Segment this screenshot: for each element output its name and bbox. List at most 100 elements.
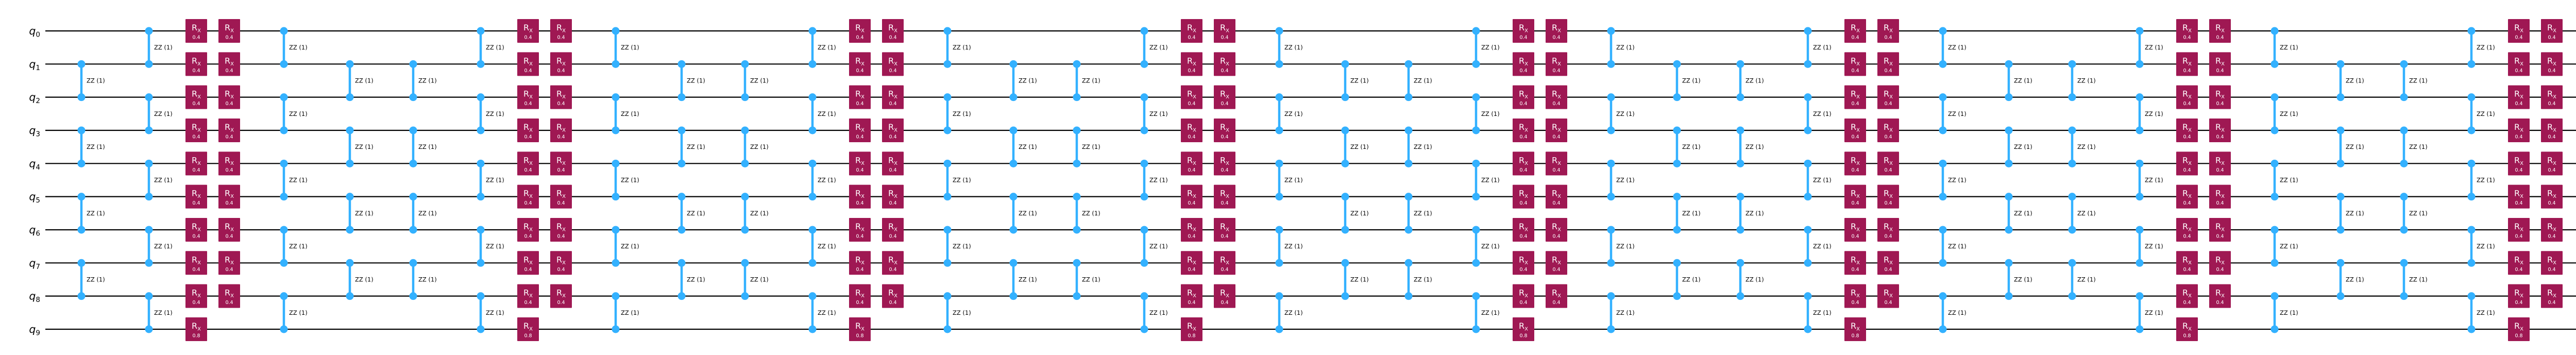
rx-gate-box bbox=[1513, 317, 1534, 341]
rx-gate-name: RX bbox=[1220, 89, 1229, 100]
rzz-gate-dot bbox=[1140, 292, 1148, 300]
rzz-gate-label: ZZ (1) bbox=[1082, 77, 1100, 84]
rx-gate-box bbox=[517, 151, 539, 176]
rx-gate-name: RX bbox=[1220, 23, 1229, 34]
rzz-gate-label: ZZ (1) bbox=[1414, 210, 1432, 217]
rx-gate-param: 0.4 bbox=[856, 35, 863, 41]
rzz-gate-label: ZZ (1) bbox=[1149, 110, 1168, 117]
rx-gate-box bbox=[1214, 284, 1235, 308]
rzz-gate-dot bbox=[77, 193, 86, 201]
rx-gate-name: RX bbox=[192, 89, 201, 100]
rx-gate-box bbox=[1181, 251, 1202, 275]
rx-gate-name: RX bbox=[2514, 222, 2523, 233]
rzz-gate-dot bbox=[2336, 60, 2345, 68]
rx-gate-param: 0.4 bbox=[1221, 200, 1228, 206]
rx-gate-param: 0.4 bbox=[2216, 267, 2224, 273]
rzz-gate-dot bbox=[2136, 226, 2144, 234]
rx-gate-name: RX bbox=[523, 122, 533, 133]
rx-gate-box bbox=[2209, 118, 2231, 142]
rx-gate-box bbox=[1844, 52, 1866, 76]
rzz-gate-label: ZZ (1) bbox=[1149, 176, 1168, 183]
rx-gate-param: 0.4 bbox=[1519, 134, 1527, 140]
rzz-gate-label: ZZ (1) bbox=[486, 110, 504, 117]
rzz-gate-dot bbox=[677, 259, 686, 267]
qubit-label-q3: q3 bbox=[29, 124, 40, 139]
rx-gate-name: RX bbox=[855, 189, 865, 200]
rzz-gate-dot bbox=[1673, 60, 1681, 68]
rzz-gate-dot bbox=[2136, 93, 2144, 102]
rx-gate-param: 0.4 bbox=[192, 200, 200, 206]
rx-gate-box bbox=[1181, 317, 1202, 341]
rzz-gate-dot bbox=[612, 27, 620, 35]
rx-gate-name: RX bbox=[2514, 255, 2523, 266]
rx-gate-param: 0.4 bbox=[1884, 35, 1892, 41]
rzz-gate-label: ZZ (1) bbox=[621, 309, 639, 316]
rzz-gate-dot bbox=[741, 60, 749, 68]
rx-gate-box bbox=[517, 217, 539, 242]
rzz-gate-label: ZZ (1) bbox=[2346, 210, 2364, 217]
rx-gate-name: RX bbox=[192, 288, 201, 299]
rx-gate-box bbox=[1214, 184, 1235, 209]
rzz-gate-dot bbox=[2270, 259, 2279, 267]
rx-gate-name: RX bbox=[1519, 155, 1528, 166]
rzz-gate-dot bbox=[943, 226, 952, 234]
rx-gate-name: RX bbox=[556, 288, 566, 299]
rzz-gate-label: ZZ (1) bbox=[2280, 243, 2298, 250]
rzz-gate-label: ZZ (1) bbox=[1481, 110, 1500, 117]
rx-gate-name: RX bbox=[523, 222, 533, 233]
rzz-gate-dot bbox=[1804, 60, 1812, 68]
rzz-gate-label: ZZ (1) bbox=[2145, 44, 2163, 51]
rzz-gate-dot bbox=[1009, 259, 1018, 267]
rzz-gate-label: ZZ (1) bbox=[2280, 110, 2298, 117]
rx-gate-param: 0.4 bbox=[2515, 300, 2522, 306]
rx-gate-name: RX bbox=[192, 122, 201, 133]
rzz-gate-dot bbox=[2400, 292, 2408, 300]
rzz-gate-dot bbox=[346, 193, 354, 201]
rx-gate-box bbox=[2209, 151, 2231, 176]
rzz-gate-dot bbox=[77, 126, 86, 134]
rx-gate-box bbox=[849, 217, 871, 242]
rzz-gate-label: ZZ (1) bbox=[2477, 309, 2495, 316]
rx-gate-box bbox=[849, 118, 871, 142]
rx-gate-box bbox=[517, 251, 539, 275]
rzz-gate-label: ZZ (1) bbox=[486, 44, 504, 51]
rx-gate-param: 0.4 bbox=[1188, 35, 1195, 41]
rx-gate-name: RX bbox=[523, 189, 533, 200]
rx-gate-name: RX bbox=[2547, 155, 2556, 166]
rx-gate-box bbox=[2176, 251, 2198, 275]
rzz-gate-dot bbox=[1009, 93, 1018, 102]
rx-gate-name: RX bbox=[2182, 23, 2192, 34]
rx-gate-param: 0.8 bbox=[192, 333, 200, 339]
rzz-gate-dot bbox=[2467, 292, 2476, 300]
rzz-gate-label: ZZ (1) bbox=[621, 243, 639, 250]
rx-gate-box bbox=[218, 184, 240, 209]
rzz-gate-label: ZZ (1) bbox=[2145, 309, 2163, 316]
rzz-gate-label: ZZ (1) bbox=[818, 44, 836, 51]
rx-gate-name: RX bbox=[1552, 23, 1561, 34]
rx-gate-param: 0.4 bbox=[1552, 200, 1560, 206]
rzz-gate-dot bbox=[145, 325, 153, 333]
rx-gate-name: RX bbox=[2182, 321, 2192, 332]
rx-gate-name: RX bbox=[2514, 321, 2523, 332]
rx-gate-param: 0.4 bbox=[1884, 267, 1892, 273]
rzz-gate-dot bbox=[280, 126, 288, 134]
rx-gate-name: RX bbox=[523, 56, 533, 67]
qubit-label-q8: q8 bbox=[29, 290, 40, 305]
rzz-gate-label: ZZ (1) bbox=[289, 176, 308, 183]
rzz-gate-dot bbox=[1275, 292, 1283, 300]
rx-gate-name: RX bbox=[1552, 122, 1561, 133]
rzz-gate-dot bbox=[1140, 325, 1148, 333]
rx-gate-box bbox=[882, 284, 904, 308]
rzz-gate-dot bbox=[2467, 159, 2476, 167]
rx-gate-param: 0.4 bbox=[856, 167, 863, 173]
rzz-gate-label: ZZ (1) bbox=[687, 77, 705, 84]
rzz-gate-dot bbox=[2336, 159, 2345, 167]
rx-gate-param: 0.4 bbox=[1221, 233, 1228, 239]
rx-gate-param: 0.4 bbox=[1188, 200, 1195, 206]
rx-gate-param: 0.4 bbox=[2183, 267, 2191, 273]
rx-gate-name: RX bbox=[192, 189, 201, 200]
rzz-gate-dot bbox=[2467, 226, 2476, 234]
rx-gate-name: RX bbox=[2182, 122, 2192, 133]
rx-gate-box bbox=[1181, 19, 1202, 43]
